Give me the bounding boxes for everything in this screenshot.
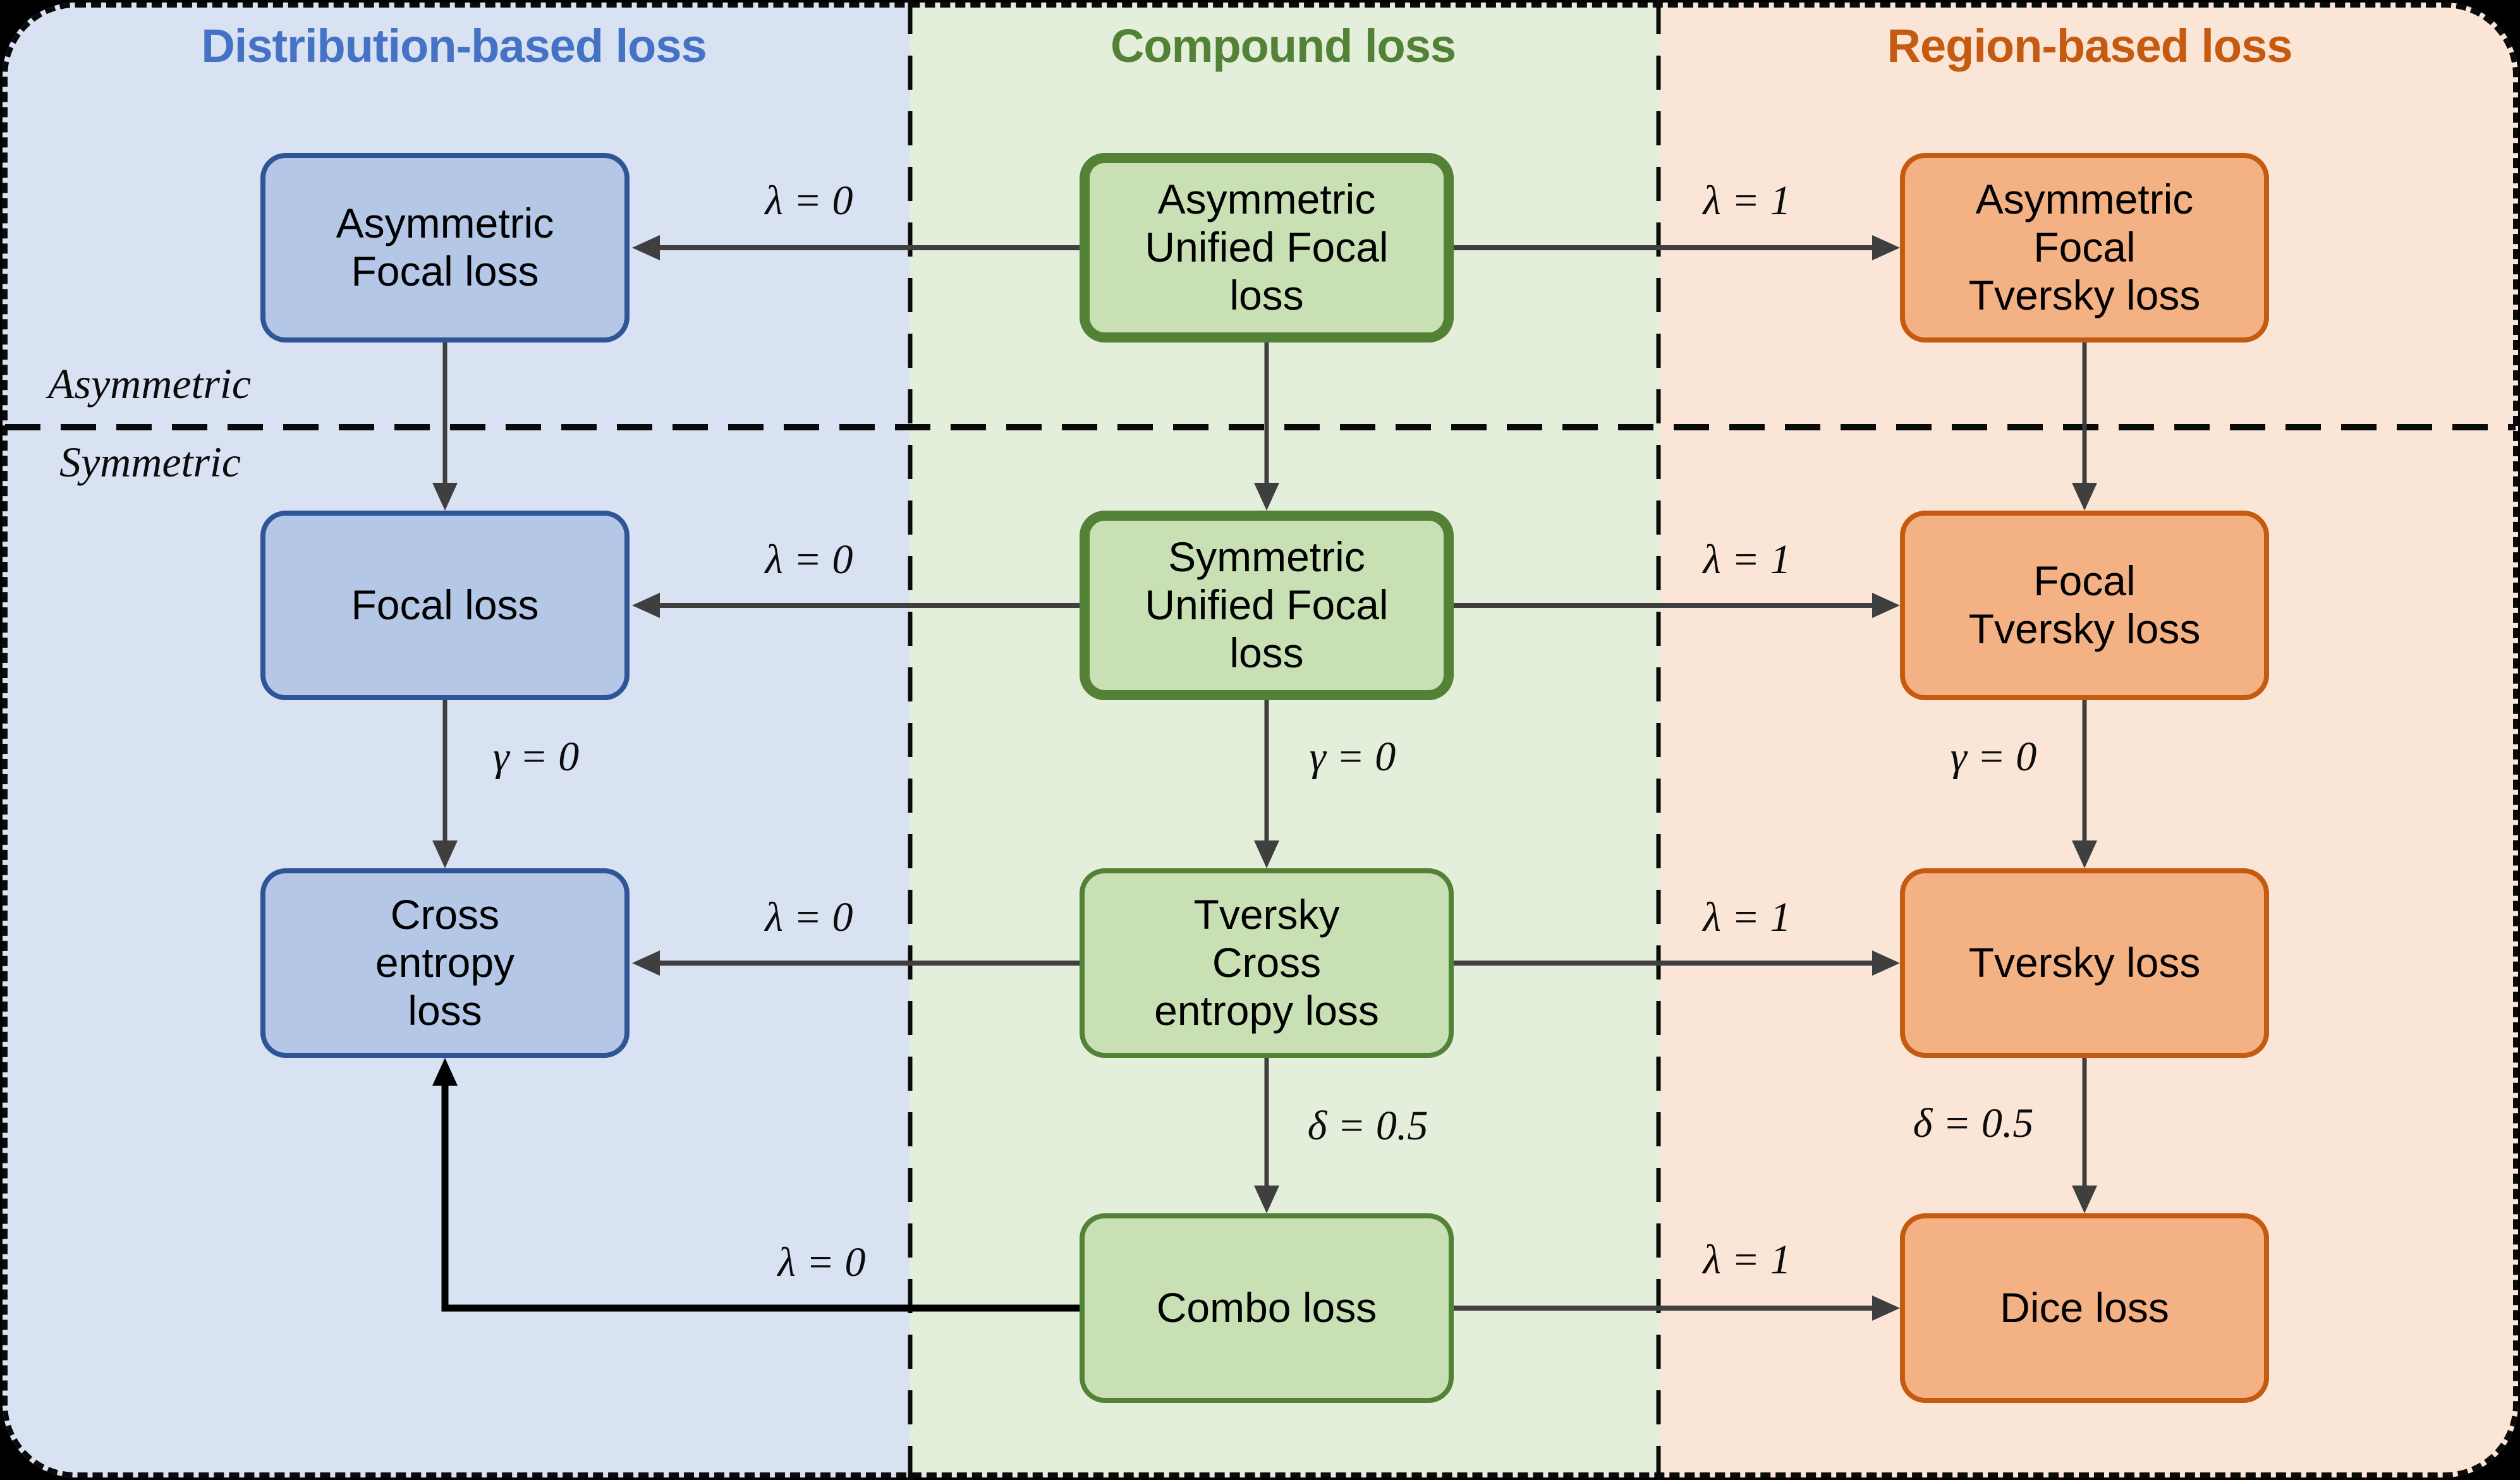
edge-label-delta05-right: δ = 0.5 <box>1913 1101 2034 1147</box>
header-region-based-loss: Region-based loss <box>1887 20 2293 72</box>
edge-label-gamma0-middle: γ = 0 <box>1309 735 1396 780</box>
node-symmetric-unified-focal-loss: Symmetric Unified Focal loss <box>1080 511 1454 700</box>
edge-label-gamma0-left: γ = 0 <box>492 735 580 780</box>
edge-label-lambda1-row3: λ = 1 <box>1703 895 1791 941</box>
vertical-arrows <box>432 343 2097 1213</box>
edge-label-lambda1-row1: λ = 1 <box>1703 179 1791 224</box>
edge-label-gamma0-right: γ = 0 <box>1950 735 2037 780</box>
node-asymmetric-unified-focal-loss: Asymmetric Unified Focal loss <box>1080 153 1454 343</box>
band-label-symmetric: Symmetric <box>59 440 241 487</box>
node-asymmetric-focal-loss: Asymmetric Focal loss <box>260 153 630 343</box>
edge-label-lambda1-row2: λ = 1 <box>1703 538 1791 583</box>
node-tversky-cross-entropy-loss: Tversky Cross entropy loss <box>1080 868 1454 1058</box>
edge-label-lambda0-row4: λ = 0 <box>777 1240 866 1286</box>
edge-label-lambda0-row1: λ = 0 <box>765 179 853 224</box>
edge-label-lambda1-row4: λ = 1 <box>1703 1238 1791 1283</box>
lambda-arrows <box>632 235 1900 1321</box>
edge-label-lambda0-row2: λ = 0 <box>765 538 853 583</box>
node-combo-loss: Combo loss <box>1080 1213 1454 1403</box>
node-dice-loss: Dice loss <box>1900 1213 2269 1403</box>
combo-to-cross-entropy-elbow <box>432 1058 1080 1312</box>
node-cross-entropy-loss: Cross entropy loss <box>260 868 630 1058</box>
node-focal-tversky-loss: Focal Tversky loss <box>1900 511 2269 700</box>
header-compound-loss: Compound loss <box>1110 20 1456 72</box>
node-focal-loss: Focal loss <box>260 511 630 700</box>
node-tversky-loss: Tversky loss <box>1900 868 2269 1058</box>
band-label-asymmetric: Asymmetric <box>48 361 252 408</box>
node-asymmetric-focal-tversky-loss: Asymmetric Focal Tversky loss <box>1900 153 2269 343</box>
edge-label-delta05-middle: δ = 0.5 <box>1307 1104 1428 1149</box>
header-distribution-based-loss: Distribution-based loss <box>201 20 707 72</box>
edge-label-lambda0-row3: λ = 0 <box>765 895 853 941</box>
